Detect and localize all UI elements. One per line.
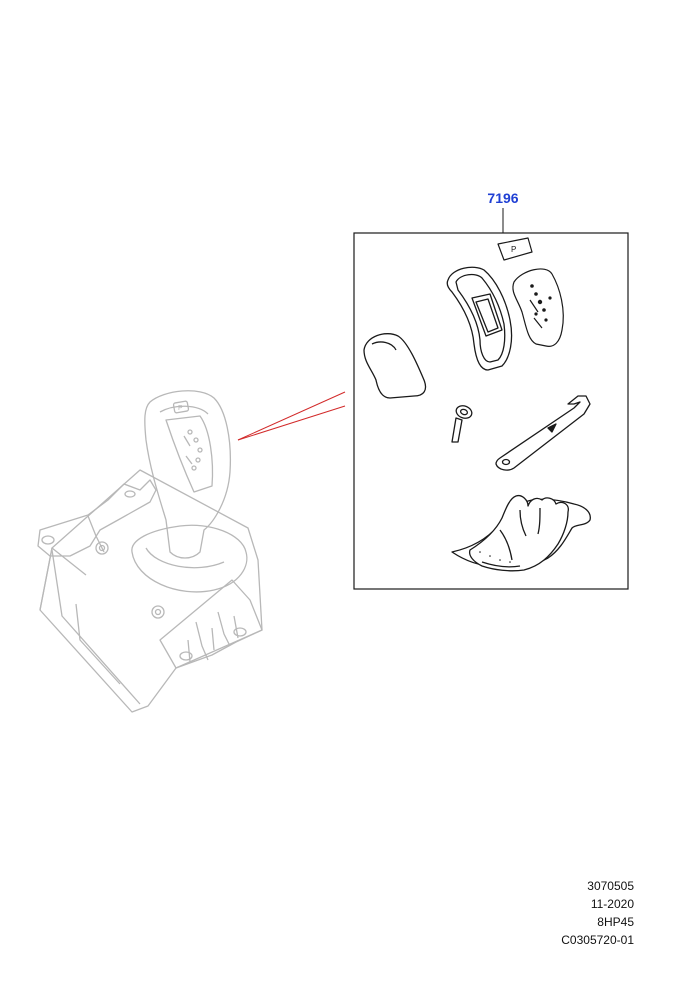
removal-tool-icon: [495, 395, 591, 471]
kit-contents-box: [353, 232, 629, 590]
screw-icon: [451, 405, 473, 443]
selector-knob-cap-icon: [363, 333, 427, 399]
gloves-icon: [451, 494, 591, 572]
svg-text:P: P: [511, 245, 516, 254]
shift-pattern-indicator-icon: [512, 268, 564, 347]
illustration-code: C0305720-01: [561, 933, 634, 947]
p-button-cap-icon: P: [497, 237, 533, 261]
leader-lines: [237, 391, 346, 441]
drawing-info-block: 3070505 11-2020 8HP45 C0305720-01: [561, 877, 634, 949]
svg-text:P: P: [178, 405, 183, 412]
transmission-code: 8HP45: [597, 915, 634, 929]
drawing-number: 3070505: [587, 879, 634, 893]
part-number-link[interactable]: 7196: [487, 190, 519, 206]
gear-shifter-assembly-icon: P: [37, 390, 263, 713]
drawing-date: 11-2020: [590, 897, 634, 911]
shift-gate-surround-icon: [446, 266, 513, 371]
